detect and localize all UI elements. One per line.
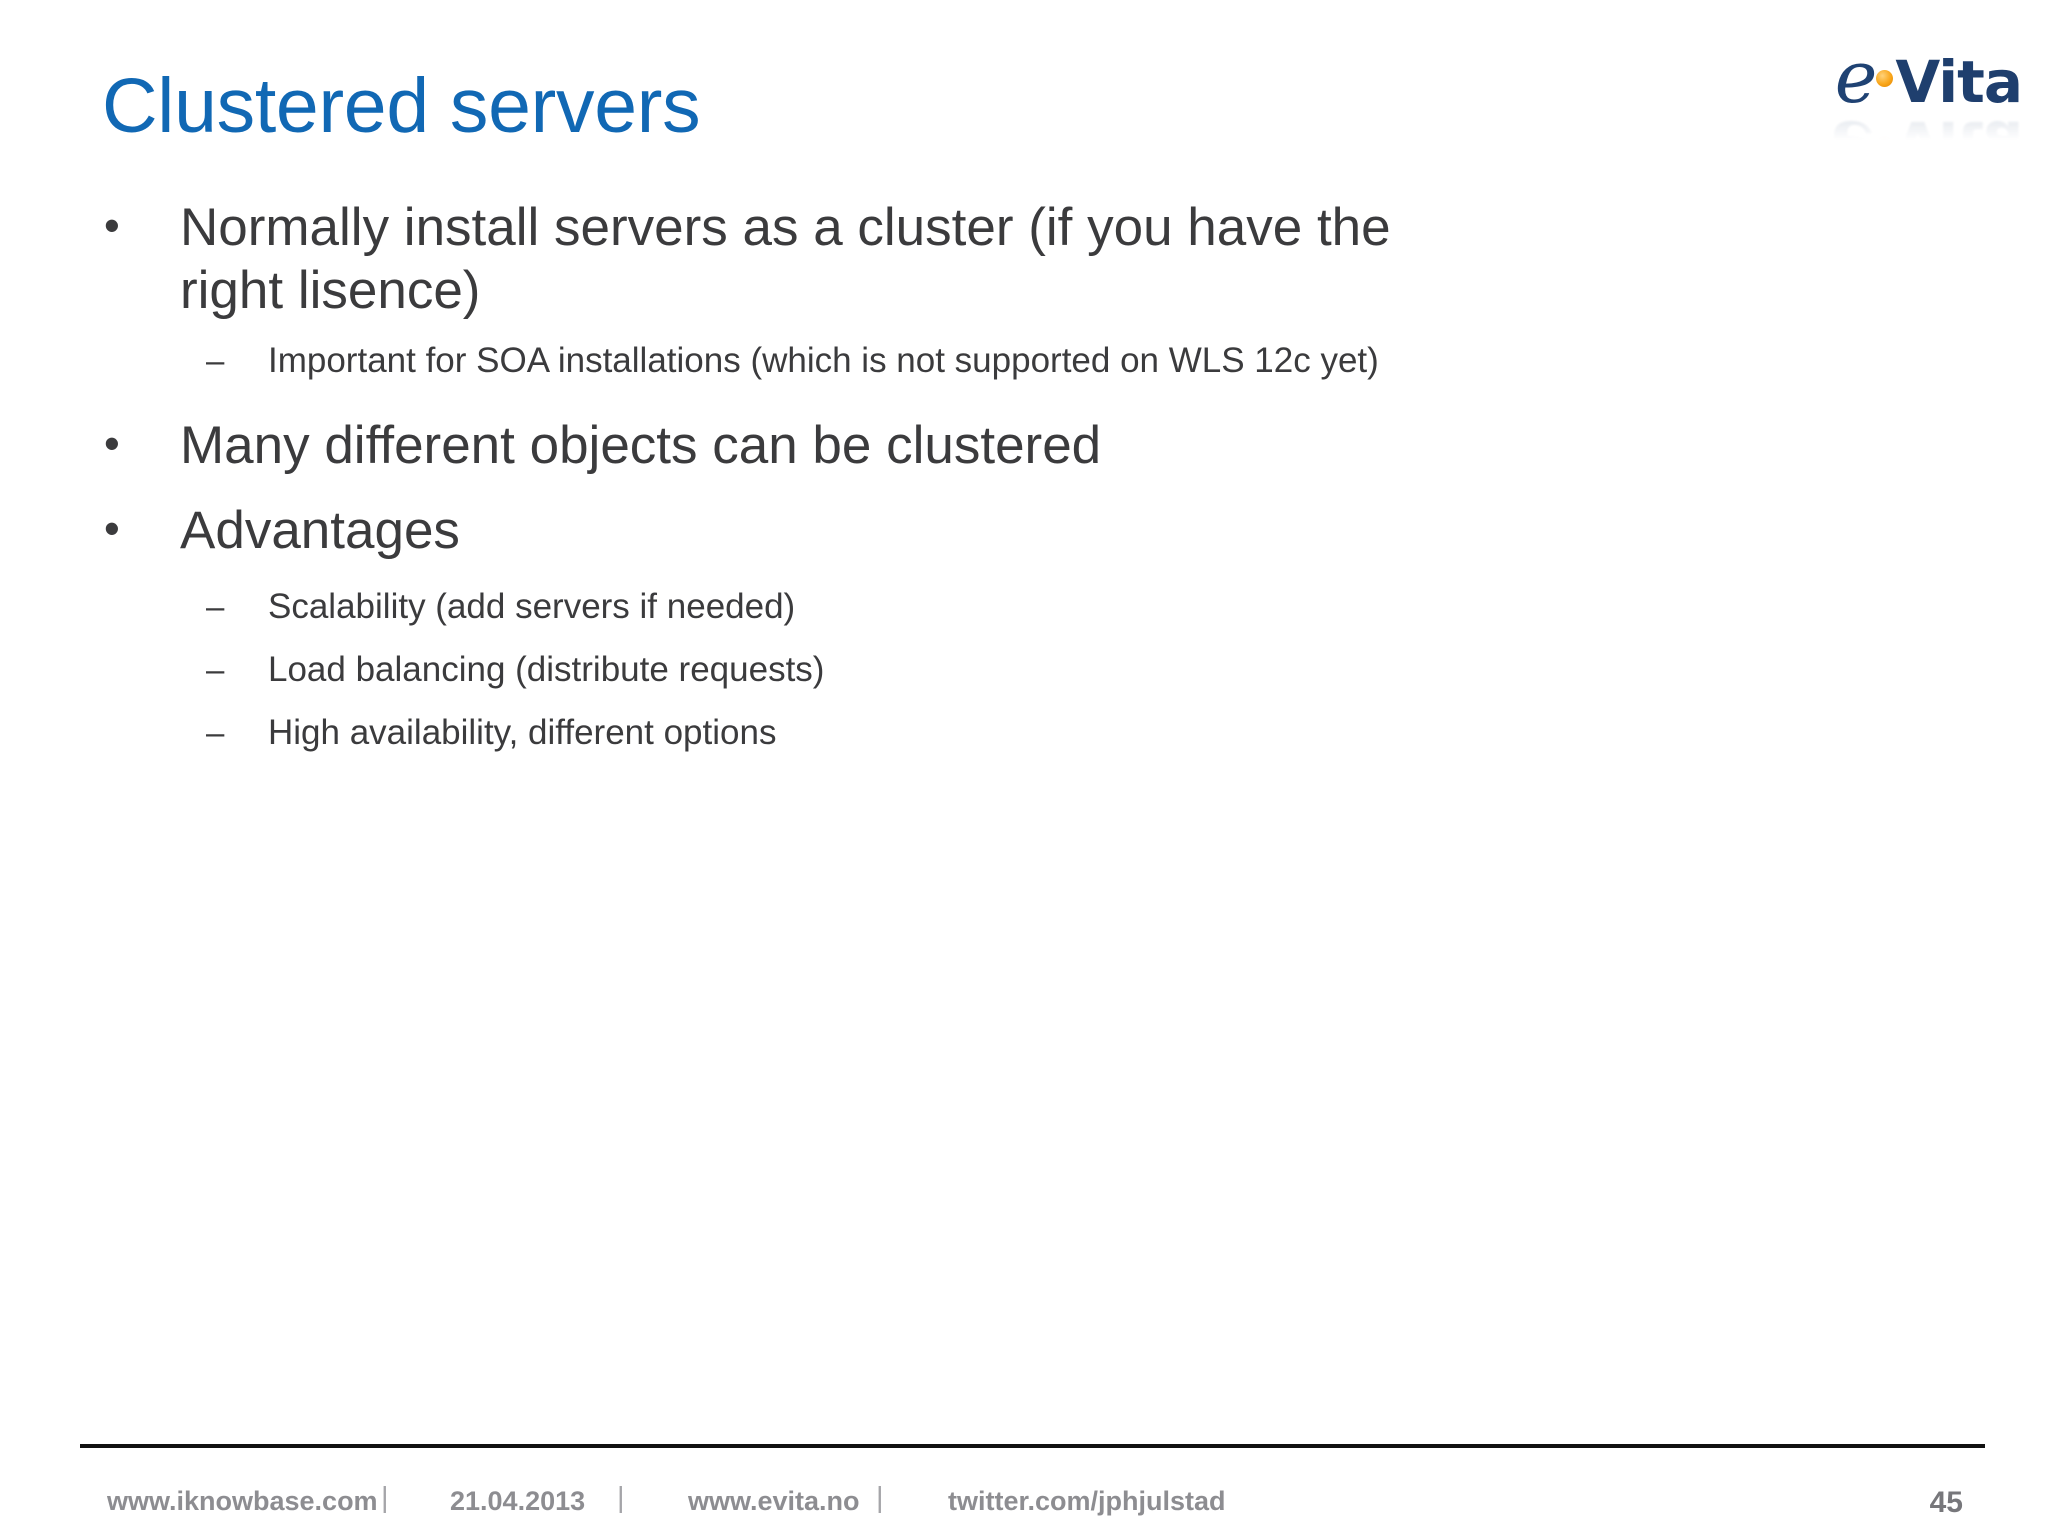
list-item: • Advantages — [86, 499, 1480, 562]
list-item: – Load balancing (distribute requests) — [86, 645, 1768, 695]
list-item: – High availability, different options — [86, 708, 1768, 758]
logo-reflection-dot-icon — [1876, 136, 1894, 146]
footer-divider — [80, 1444, 1985, 1448]
footer-separator: | — [381, 1482, 389, 1514]
logo-orange-dot-icon — [1876, 70, 1894, 88]
footer-link-evita[interactable]: www.evita.no — [688, 1486, 860, 1516]
bullet-dot-icon: • — [104, 418, 120, 469]
list-item-text: Advantages — [180, 501, 460, 560]
list-item: • Many different objects can be clustere… — [86, 414, 1480, 477]
list-item-text: High availability, different options — [268, 713, 777, 752]
footer-separator: | — [617, 1482, 625, 1514]
footer-link-iknowbase[interactable]: www.iknowbase.com — [107, 1486, 378, 1516]
list-item-text: Normally install servers as a cluster (i… — [180, 198, 1391, 320]
bullet-dash-icon: – — [206, 342, 225, 379]
footer-date: 21.04.2013 — [450, 1486, 586, 1516]
bullet-dash-icon: – — [206, 651, 225, 688]
bullet-dash-icon: – — [206, 714, 225, 751]
list-item-text: Important for SOA installations (which i… — [268, 341, 1379, 380]
list-item-text: Many different objects can be clustered — [180, 416, 1102, 475]
bullet-dot-icon: • — [104, 503, 120, 554]
footer-link-twitter[interactable]: twitter.com/jphjulstad — [948, 1486, 1226, 1516]
logo-letter-e-icon: e — [1834, 35, 1878, 119]
slide-body: • Normally install servers as a cluster … — [86, 196, 1966, 771]
logo-word-vita: Vita — [1895, 48, 2023, 116]
list-item: • Normally install servers as a cluster … — [86, 196, 1480, 322]
list-item: – Scalability (add servers if needed) — [86, 582, 1768, 632]
list-item-text: Load balancing (distribute requests) — [268, 650, 825, 689]
list-item-text: Scalability (add servers if needed) — [268, 587, 796, 626]
footer: www.iknowbase.com | 21.04.2013 | www.evi… — [80, 1472, 1985, 1532]
bullet-dash-icon: – — [206, 588, 225, 625]
page-number: 45 — [1929, 1486, 1963, 1519]
footer-separator: | — [876, 1482, 884, 1514]
list-item: – Important for SOA installations (which… — [86, 336, 1768, 386]
page-title: Clustered servers — [102, 63, 701, 149]
bullet-dot-icon: • — [104, 200, 120, 251]
